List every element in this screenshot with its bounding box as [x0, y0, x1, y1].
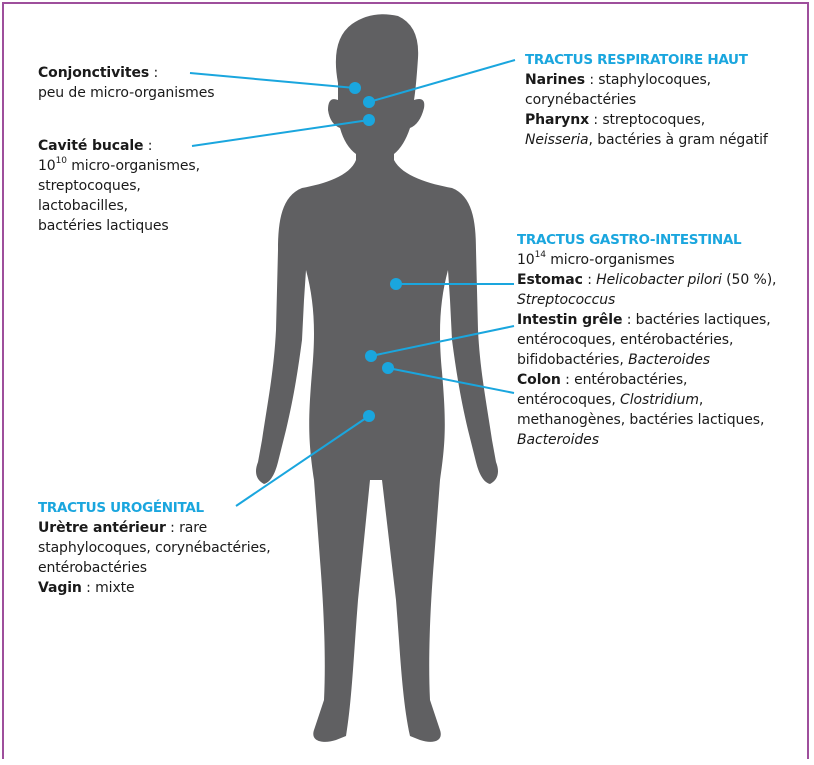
intestin-grele-title: Intestin grêle — [517, 312, 622, 328]
cavite-bucale-line-2: lactobacilles, — [38, 196, 200, 216]
intestin-grele-text-1: : bactéries lactiques, — [622, 312, 770, 328]
conjonctivites-desc: peu de micro-organismes — [38, 83, 214, 103]
colon-text-2: entérocoques, Clostridium, — [517, 390, 776, 410]
uretre-title: Urètre antérieur — [38, 520, 166, 536]
pharynx-title: Pharynx — [525, 112, 589, 128]
pharynx-text-2: Neisseria, bactéries à gram négatif — [525, 130, 768, 150]
uretre-text-3: entérobactéries — [38, 558, 271, 578]
narines-text-1: : staphylocoques, — [585, 72, 711, 88]
estomac-text-2: Streptococcus — [517, 290, 776, 310]
marker-estomac — [390, 278, 402, 290]
vagin-text-1: : mixte — [82, 580, 135, 596]
marker-conjonctivites — [349, 82, 361, 94]
estomac-title: Estomac — [517, 272, 583, 288]
urogenital-block: TRACTUS UROGÉNITAL Urètre antérieur : ra… — [38, 498, 271, 598]
uretre-text-1: : rare — [166, 520, 207, 536]
intestin-grele-text-3: bifidobactéries, Bacteroides — [517, 350, 776, 370]
cavite-bucale-line-1: streptocoques, — [38, 176, 200, 196]
pharynx-text-1: : streptocoques, — [589, 112, 705, 128]
cavite-bucale-count: 1010 micro-organismes, — [38, 156, 200, 176]
colon-text-4: Bacteroides — [517, 430, 776, 450]
marker-colon — [382, 362, 394, 374]
connector-respiratoire — [369, 60, 515, 102]
cavite-bucale-title: Cavité bucale — [38, 138, 143, 154]
marker-urogenital — [363, 410, 375, 422]
marker-intestin-grele — [365, 350, 377, 362]
connector-grele — [371, 326, 514, 356]
marker-bouche — [363, 114, 375, 126]
respiratoire-block: TRACTUS RESPIRATOIRE HAUT Narines : stap… — [525, 50, 768, 150]
cavite-bucale-block: Cavité bucale : 1010 micro-organismes, s… — [38, 136, 200, 236]
connector-colon — [388, 368, 514, 393]
intestin-grele-text-2: entérocoques, entérobactéries, — [517, 330, 776, 350]
conjonctivites-block: Conjonctivites : peu de micro-organismes — [38, 63, 214, 103]
connector-bucal — [192, 120, 369, 146]
connector-conjonctivites — [190, 73, 355, 88]
vagin-title: Vagin — [38, 580, 82, 596]
urogenital-heading: TRACTUS UROGÉNITAL — [38, 498, 271, 518]
uretre-text-2: staphylocoques, corynébactéries, — [38, 538, 271, 558]
estomac-italic: Helicobacter pilori — [596, 272, 722, 288]
conjonctivites-title: Conjonctivites — [38, 65, 149, 81]
narines-text-2: corynébactéries — [525, 90, 768, 110]
respiratoire-heading: TRACTUS RESPIRATOIRE HAUT — [525, 50, 768, 70]
gastro-block: TRACTUS GASTRO-INTESTINAL 1014 micro-org… — [517, 230, 776, 450]
gastro-count: 1014 micro-organismes — [517, 250, 776, 270]
gastro-heading: TRACTUS GASTRO-INTESTINAL — [517, 230, 776, 250]
marker-nez — [363, 96, 375, 108]
cavite-bucale-line-3: bactéries lactiques — [38, 216, 200, 236]
narines-title: Narines — [525, 72, 585, 88]
colon-text-1: : entérobactéries, — [561, 372, 688, 388]
colon-title: Colon — [517, 372, 561, 388]
colon-text-3: methanogènes, bactéries lactiques, — [517, 410, 776, 430]
conjonctivites-sep: : — [149, 65, 158, 81]
connector-urogenital — [236, 416, 369, 506]
cavite-bucale-sep: : — [143, 138, 152, 154]
